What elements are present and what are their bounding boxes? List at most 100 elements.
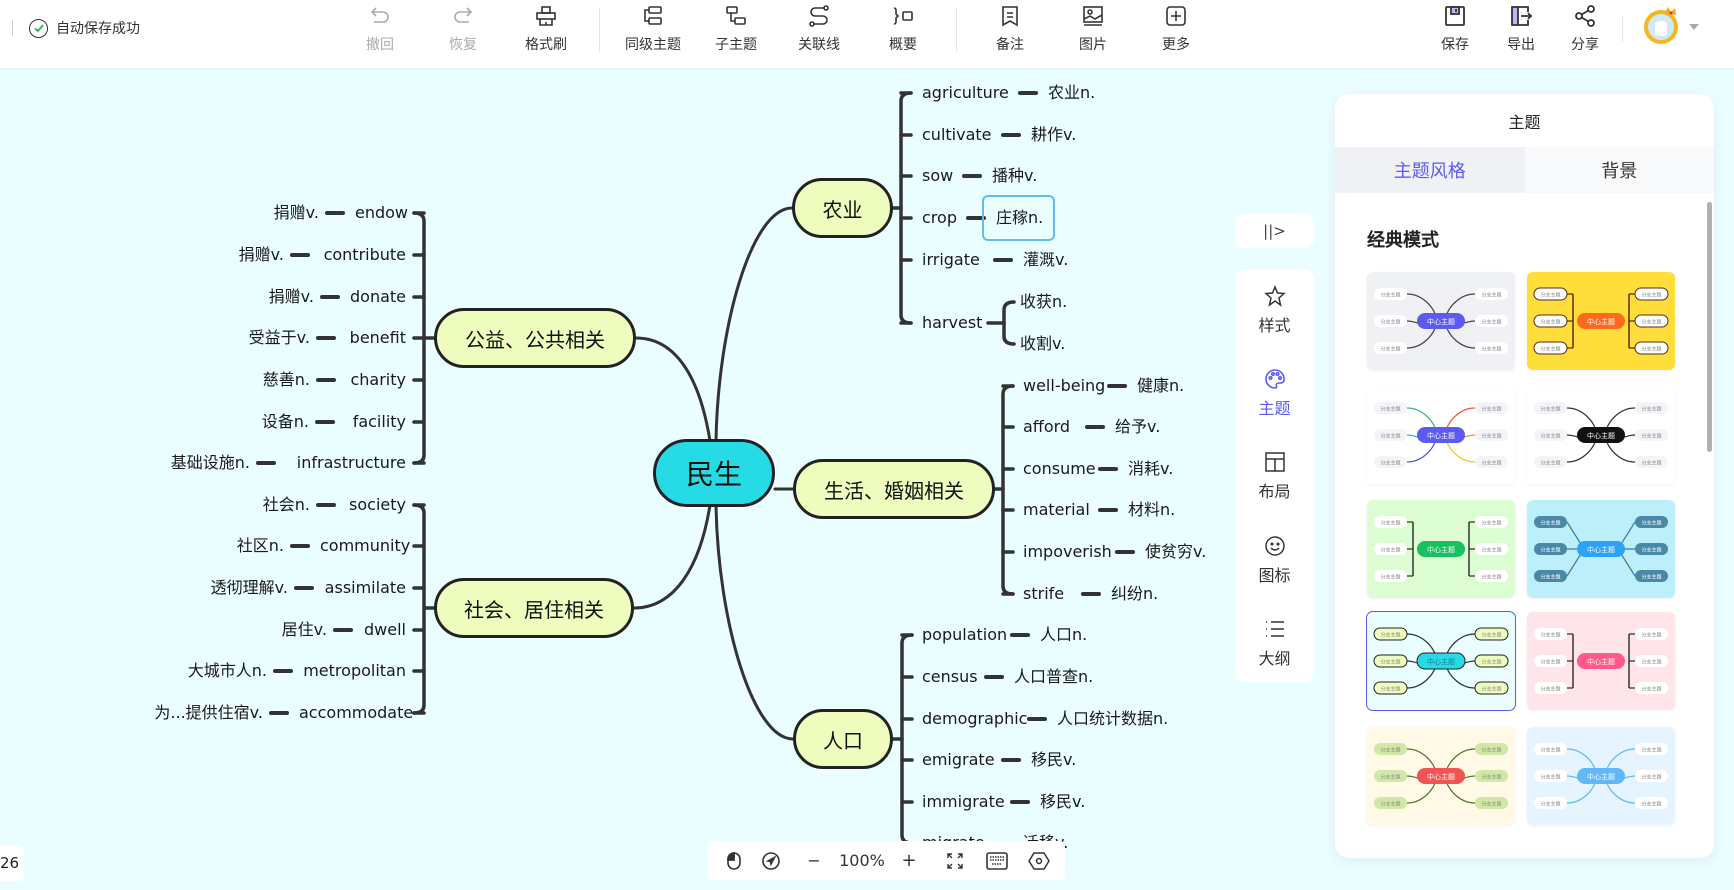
theme-card[interactable]: 分支主题分支主题分支主题分支主题分支主题分支主题中心主题 bbox=[1367, 500, 1515, 598]
theme-card[interactable]: 分支主题分支主题分支主题分支主题分支主题分支主题中心主题 bbox=[1527, 272, 1675, 370]
child-topic-button[interactable]: 子主题 bbox=[701, 0, 771, 68]
topic-chinese[interactable]: 大城市人n. bbox=[187, 661, 267, 680]
topic-chinese[interactable]: 材料n. bbox=[1128, 500, 1176, 519]
topic-english[interactable]: cultivate bbox=[922, 125, 992, 144]
topic-english[interactable]: facility bbox=[352, 412, 406, 431]
panel-scrollbar[interactable] bbox=[1707, 202, 1712, 452]
strip-item-icons[interactable]: 图标 bbox=[1235, 534, 1314, 604]
relation-line-button[interactable]: 关联线 bbox=[784, 0, 854, 68]
topic-english[interactable]: consume bbox=[1023, 459, 1096, 478]
mouse-mode-button[interactable] bbox=[719, 841, 749, 880]
export-button[interactable]: 导出 bbox=[1486, 0, 1556, 68]
topic-chinese[interactable]: 健康n. bbox=[1137, 376, 1185, 395]
topic-chinese[interactable]: 慈善n. bbox=[262, 370, 310, 389]
theme-card[interactable]: 分支主题分支主题分支主题分支主题分支主题分支主题中心主题 bbox=[1366, 611, 1516, 711]
topic-chinese[interactable]: 使贫穷v. bbox=[1145, 542, 1207, 561]
topic-chinese[interactable]: 收割v. bbox=[1020, 334, 1066, 353]
topic-chinese[interactable]: 人口普查n. bbox=[1014, 667, 1094, 686]
strip-item-style[interactable]: 样式 bbox=[1235, 284, 1314, 354]
topic-english[interactable]: strife bbox=[1023, 584, 1065, 603]
sibling-topic-button[interactable]: 同级主题 bbox=[618, 0, 688, 68]
topic-chinese[interactable]: 设备n. bbox=[261, 412, 309, 431]
topic-english[interactable]: material bbox=[1023, 500, 1090, 519]
zoom-in-button[interactable]: + bbox=[901, 850, 917, 871]
topic-english[interactable]: afford bbox=[1023, 417, 1071, 436]
theme-card[interactable]: 分支主题分支主题分支主题分支主题分支主题分支主题中心主题 bbox=[1527, 612, 1675, 710]
theme-card[interactable]: 分支主题分支主题分支主题分支主题分支主题分支主题中心主题 bbox=[1527, 386, 1675, 484]
topic-chinese[interactable]: 移民v. bbox=[1031, 750, 1077, 769]
note-button[interactable]: 备注 bbox=[975, 0, 1045, 68]
theme-card[interactable]: 分支主题分支主题分支主题分支主题分支主题分支主题中心主题 bbox=[1367, 272, 1515, 370]
topic-chinese[interactable]: 为...提供住宿v. bbox=[154, 703, 263, 722]
topic-english[interactable]: infrastructure bbox=[296, 453, 406, 472]
topic-chinese[interactable]: 庄稼n. bbox=[996, 208, 1044, 227]
topic-chinese[interactable]: 基础设施n. bbox=[170, 453, 250, 472]
topic-english[interactable]: accommodate bbox=[299, 703, 414, 722]
branch-node-agriculture[interactable]: 农业 bbox=[792, 178, 893, 238]
topic-chinese[interactable]: 纠纷n. bbox=[1111, 584, 1159, 603]
topic-chinese[interactable]: 人口统计数据n. bbox=[1057, 709, 1169, 728]
undo-button[interactable]: 撤回 bbox=[345, 0, 415, 68]
topic-english[interactable]: dwell bbox=[364, 620, 406, 639]
collapse-panel-button[interactable]: ||> bbox=[1235, 214, 1314, 248]
topic-english[interactable]: contribute bbox=[323, 245, 406, 264]
topic-chinese[interactable]: 耕作v. bbox=[1031, 125, 1077, 144]
user-avatar[interactable] bbox=[1643, 5, 1683, 45]
topic-chinese[interactable]: 捐赠v. bbox=[273, 203, 319, 222]
topic-english[interactable]: immigrate bbox=[922, 792, 1005, 811]
keyboard-shortcuts-button[interactable] bbox=[980, 841, 1014, 880]
topic-chinese[interactable]: 给予v. bbox=[1115, 417, 1161, 436]
topic-chinese[interactable]: 受益于v. bbox=[248, 328, 310, 347]
strip-item-layout[interactable]: 布局 bbox=[1235, 450, 1314, 520]
topic-chinese[interactable]: 居住v. bbox=[281, 620, 327, 639]
topic-chinese[interactable]: 捐赠v. bbox=[268, 287, 314, 306]
central-topic-node[interactable]: 民生 bbox=[653, 439, 775, 507]
topic-english[interactable]: well-being bbox=[1023, 376, 1106, 395]
topic-english[interactable]: emigrate bbox=[922, 750, 995, 769]
theme-card[interactable]: 分支主题分支主题分支主题分支主题分支主题分支主题中心主题 bbox=[1367, 386, 1515, 484]
theme-card[interactable]: 分支主题分支主题分支主题分支主题分支主题分支主题中心主题 bbox=[1367, 727, 1515, 825]
branch-node-population[interactable]: 人口 bbox=[793, 709, 893, 769]
topic-english[interactable]: charity bbox=[350, 370, 406, 389]
topic-english[interactable]: metropolitan bbox=[303, 661, 406, 680]
locate-button[interactable] bbox=[755, 841, 787, 880]
branch-node-society[interactable]: 社会、居住相关 bbox=[434, 578, 634, 638]
topic-chinese[interactable]: 播种v. bbox=[992, 166, 1038, 185]
topic-chinese[interactable]: 消耗v. bbox=[1128, 459, 1174, 478]
topic-chinese[interactable]: 捐赠v. bbox=[238, 245, 284, 264]
topic-chinese[interactable]: 农业n. bbox=[1048, 83, 1096, 102]
topic-english[interactable]: assimilate bbox=[324, 578, 406, 597]
topic-chinese[interactable]: 移民v. bbox=[1040, 792, 1086, 811]
theme-card[interactable]: 分支主题分支主题分支主题分支主题分支主题分支主题中心主题 bbox=[1527, 500, 1675, 598]
topic-chinese[interactable]: 人口n. bbox=[1040, 625, 1088, 644]
image-button[interactable]: 图片 bbox=[1058, 0, 1128, 68]
topic-english[interactable]: crop bbox=[922, 208, 957, 227]
theme-card[interactable]: 分支主题分支主题分支主题分支主题分支主题分支主题中心主题 bbox=[1527, 727, 1675, 825]
topic-chinese[interactable]: 收获n. bbox=[1020, 292, 1068, 311]
topic-chinese[interactable]: 灌溉v. bbox=[1023, 250, 1069, 269]
topic-english[interactable]: harvest bbox=[922, 313, 983, 332]
branch-node-public[interactable]: 公益、公共相关 bbox=[434, 308, 636, 368]
topic-english[interactable]: census bbox=[922, 667, 978, 686]
topic-english[interactable]: irrigate bbox=[922, 250, 980, 269]
settings-button[interactable] bbox=[1022, 841, 1056, 880]
strip-item-theme[interactable]: 主题 bbox=[1235, 367, 1314, 437]
branch-node-life[interactable]: 生活、婚姻相关 bbox=[793, 459, 995, 519]
strip-item-outline[interactable]: 大纲 bbox=[1235, 617, 1314, 687]
summary-button[interactable]: 概要 bbox=[868, 0, 938, 68]
format-painter-button[interactable]: 格式刷 bbox=[511, 0, 581, 68]
redo-button[interactable]: 恢复 bbox=[428, 0, 498, 68]
save-button[interactable]: 保存 bbox=[1420, 0, 1490, 68]
fit-screen-button[interactable] bbox=[940, 841, 970, 880]
topic-chinese[interactable]: 社会n. bbox=[262, 495, 310, 514]
share-button[interactable]: 分享 bbox=[1550, 0, 1620, 68]
topic-chinese[interactable]: 透彻理解v. bbox=[210, 578, 288, 597]
topic-english[interactable]: benefit bbox=[349, 328, 406, 347]
zoom-out-button[interactable]: − bbox=[807, 851, 821, 870]
topic-english[interactable]: population bbox=[922, 625, 1008, 644]
topic-english[interactable]: society bbox=[349, 495, 406, 514]
topic-chinese[interactable]: 社区n. bbox=[236, 536, 284, 555]
topic-english[interactable]: agriculture bbox=[922, 83, 1009, 102]
tab-theme-style[interactable]: 主题风格 bbox=[1335, 147, 1525, 193]
chevron-down-icon[interactable] bbox=[1689, 24, 1699, 30]
